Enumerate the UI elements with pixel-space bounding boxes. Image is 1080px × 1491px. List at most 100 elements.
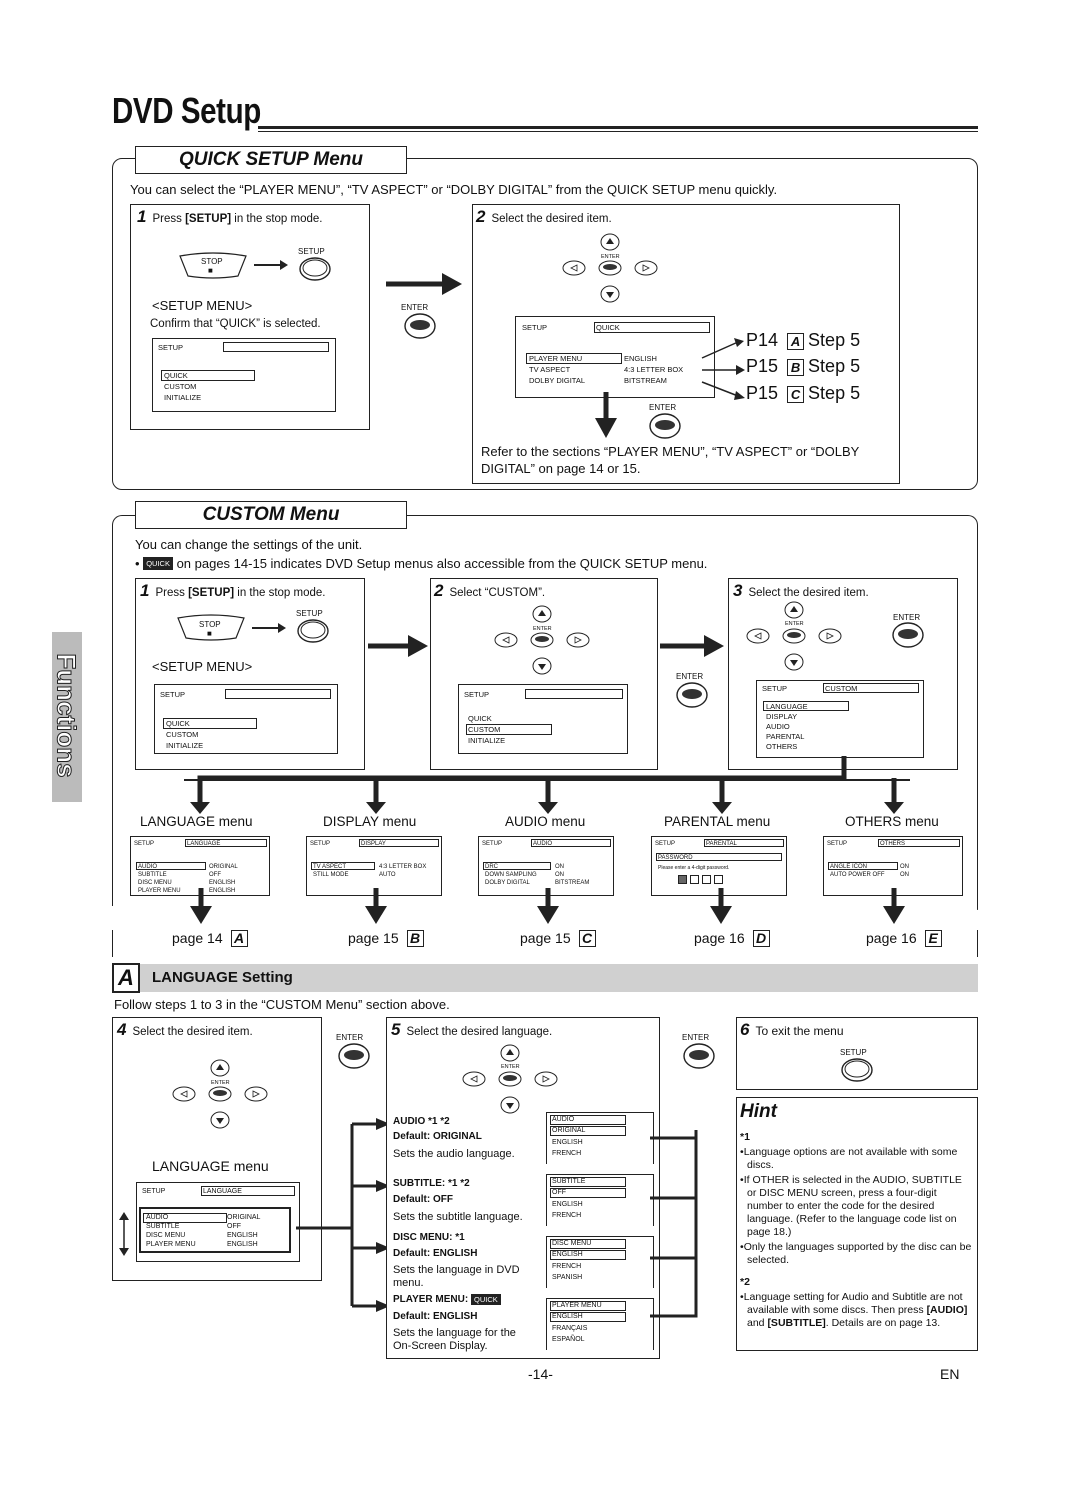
- enter-button-icon[interactable]: [682, 1042, 716, 1070]
- enter-button-icon[interactable]: [403, 312, 437, 340]
- flow-arrow-right: [368, 635, 428, 657]
- dpad-icon[interactable]: [558, 232, 662, 304]
- dpad-enter-label: ENTER: [601, 254, 620, 260]
- enter-button-icon[interactable]: [891, 621, 925, 649]
- dpad-enter-label: ENTER: [211, 1080, 230, 1086]
- player-menu-option-default: Default: ENGLISH: [393, 1311, 478, 1322]
- enter-label-2: ENTER: [649, 403, 677, 412]
- setup-button-icon[interactable]: [296, 618, 330, 644]
- player-menu-option-screen: PLAYER MENU ENGLISH FRANÇAIS ESPAÑOL: [546, 1298, 654, 1350]
- flow-arrow-right: [660, 635, 724, 657]
- follow-steps: Follow steps 1 to 3 in the “CUSTOM Menu”…: [114, 997, 450, 1012]
- language-setting-title: LANGUAGE Setting: [152, 969, 293, 986]
- language-setting-bar: [112, 964, 978, 992]
- confirm-quick: Confirm that “QUICK” is selected.: [150, 318, 321, 330]
- quick-setup-heading: QUICK SETUP Menu: [135, 146, 407, 174]
- setup-label: SETUP: [298, 247, 325, 256]
- subtitle-option-title: SUBTITLE: *1 *2: [393, 1178, 470, 1189]
- lang-step6-box: [736, 1017, 978, 1090]
- page-number: -14-: [528, 1366, 553, 1382]
- setup-menu-screen: SETUP QUICK CUSTOM INITIALIZE: [152, 338, 336, 412]
- stop-button-icon[interactable]: [178, 252, 248, 280]
- disc-menu-option-default: Default: ENGLISH: [393, 1248, 478, 1259]
- up-down-arrow-icon: [119, 1212, 129, 1256]
- stop-button-icon[interactable]: [176, 614, 246, 642]
- menu-down-arrows: [112, 888, 978, 930]
- custom-select-screen: SETUP QUICK CUSTOM INITIALIZE: [458, 684, 628, 754]
- setup-label: SETUP: [840, 1048, 867, 1057]
- audio-option-title: AUDIO *1 *2: [393, 1116, 450, 1127]
- quick-badge: QUICK: [470, 1294, 501, 1305]
- stop-label: STOP: [201, 257, 223, 266]
- dpad-enter-label: ENTER: [785, 621, 804, 627]
- flow-arrow-down: [595, 392, 617, 438]
- dpad-enter-label: ENTER: [533, 626, 552, 632]
- dpad-icon[interactable]: [742, 600, 846, 672]
- enter-label: ENTER: [682, 1033, 710, 1042]
- subtitle-option-screen: SUBTITLE OFF ENGLISH FRENCH: [546, 1174, 654, 1226]
- others-menu-label: OTHERS menu: [845, 814, 939, 829]
- dpad-enter-label: ENTER: [501, 1064, 520, 1070]
- custom-intro1: You can change the settings of the unit.: [135, 537, 363, 552]
- setup-button-icon[interactable]: [298, 256, 332, 282]
- ref-arrows: [701, 338, 745, 400]
- enter-label: ENTER: [893, 613, 921, 622]
- section-letter-a: A: [112, 963, 140, 993]
- player-menu-option-desc: Sets the language for the On-Screen Disp…: [393, 1327, 516, 1352]
- dpad-icon[interactable]: [490, 604, 594, 676]
- setup-menu-title: <SETUP MENU>: [152, 298, 253, 313]
- arrow-right-icon: [254, 260, 288, 270]
- display-menu-label: DISPLAY menu: [323, 814, 417, 829]
- dpad-icon[interactable]: [458, 1043, 562, 1115]
- setup-label: SETUP: [296, 609, 323, 618]
- setup-button-icon[interactable]: [840, 1057, 874, 1083]
- dpad-icon[interactable]: [168, 1058, 272, 1130]
- title-rule-thin: [258, 131, 978, 132]
- side-tab: [52, 632, 82, 802]
- disc-menu-option-screen: DISC MENU ENGLISH FRENCH SPANISH: [546, 1236, 654, 1288]
- hint-box: [736, 1097, 978, 1351]
- enter-button-icon[interactable]: [337, 1042, 371, 1070]
- option-connectors: [296, 1118, 390, 1312]
- stop-symbol: ■: [208, 266, 213, 275]
- setup-menu-title: <SETUP MENU>: [152, 659, 253, 674]
- language-code: EN: [940, 1366, 960, 1382]
- hint-title: Hint: [740, 1101, 777, 1122]
- branch-lines: [184, 756, 910, 814]
- hint-bullets-2: •Language setting for Audio and Subtitle…: [740, 1291, 968, 1329]
- custom-items-screen: SETUP CUSTOM LANGUAGE DISPLAY AUDIO PARE…: [756, 680, 924, 758]
- enter-label: ENTER: [676, 672, 704, 681]
- title-rule: [258, 126, 978, 129]
- hint-note-1: *1: [740, 1131, 750, 1143]
- page-title: DVD Setup: [112, 90, 261, 131]
- enter-button-icon[interactable]: [675, 681, 709, 709]
- enter-button-icon[interactable]: [648, 412, 682, 440]
- language-menu-label: LANGUAGE menu: [152, 1158, 269, 1174]
- subtitle-option-default: Default: OFF: [393, 1194, 453, 1205]
- audio-menu-label: AUDIO menu: [505, 814, 586, 829]
- language-menu-label: LANGUAGE menu: [140, 814, 253, 829]
- side-tab-label: Functions: [51, 653, 82, 778]
- flow-arrow-right: [386, 273, 462, 295]
- hint-note-2: *2: [740, 1276, 750, 1288]
- audio-option-screen: AUDIO ORIGINAL ENGLISH FRENCH: [546, 1112, 654, 1164]
- custom-menu-heading: CUSTOM Menu: [135, 501, 407, 529]
